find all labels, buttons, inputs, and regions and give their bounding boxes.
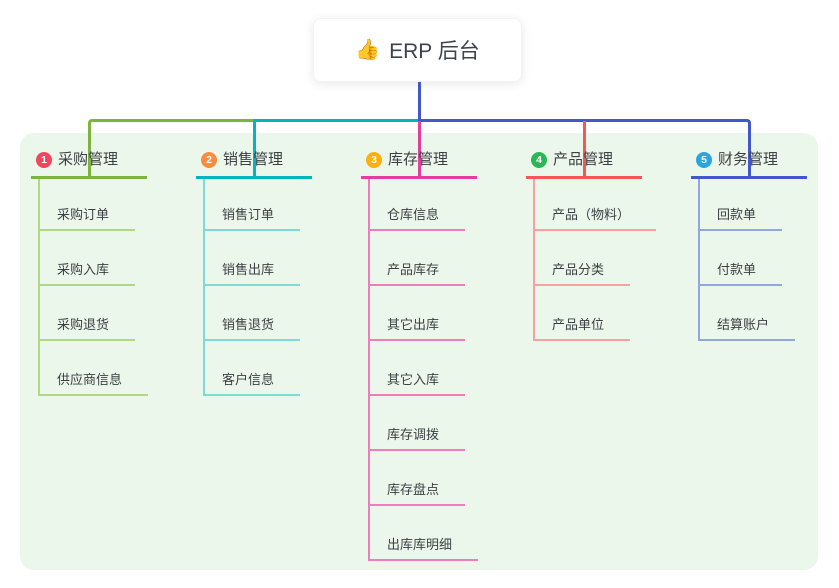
branch-3-item-label: 产品库存 <box>368 262 466 286</box>
branch-2-badge-icon: 2 <box>201 152 217 168</box>
branch-1-item[interactable]: 供应商信息 <box>38 371 149 396</box>
connector-line <box>88 119 253 179</box>
branch-5-topic[interactable]: 财务管理 <box>718 151 779 168</box>
branch-2-item-label: 销售退货 <box>203 317 301 341</box>
branch-2-item-label: 客户信息 <box>203 372 301 396</box>
branch-4-child-line <box>533 179 535 340</box>
branch-1-item-label: 采购订单 <box>38 207 136 231</box>
branch-1-item-label: 采购退货 <box>38 317 136 341</box>
branch-3-item[interactable]: 其它入库 <box>368 371 466 396</box>
branch-2-item-label: 销售订单 <box>203 207 301 231</box>
branch-5-item-label: 结算账户 <box>698 317 796 341</box>
branch-2-topic[interactable]: 销售管理 <box>223 151 284 168</box>
branch-5-badge-icon: 5 <box>696 152 712 168</box>
branch-2-item-label: 销售出库 <box>203 262 301 286</box>
branch-5-underline <box>691 176 807 179</box>
branch-3-item-label: 其它出库 <box>368 317 466 341</box>
branch-3-underline <box>361 176 477 179</box>
branch-5-item-label: 付款单 <box>698 262 783 286</box>
branch-1-topic[interactable]: 采购管理 <box>58 151 119 168</box>
branch-5-item[interactable]: 付款单 <box>698 261 783 286</box>
branch-1-child-line <box>38 179 40 395</box>
branch-3-item-label: 库存调拨 <box>368 427 466 451</box>
connector-line <box>253 119 256 179</box>
branch-1-item-label: 采购入库 <box>38 262 136 286</box>
branch-4-item-label: 产品单位 <box>533 317 631 341</box>
connector-line <box>253 119 421 122</box>
connector-line <box>418 119 751 179</box>
branch-3-item[interactable]: 出库库明细 <box>368 536 479 561</box>
branch-4-item[interactable]: 产品分类 <box>533 261 631 286</box>
branch-2-item[interactable]: 客户信息 <box>203 371 301 396</box>
branch-4-item[interactable]: 产品（物料） <box>533 206 657 231</box>
branch-3-item[interactable]: 其它出库 <box>368 316 466 341</box>
branch-1-item-label: 供应商信息 <box>38 372 149 396</box>
branch-5-child-line <box>698 179 700 340</box>
branch-4-topic[interactable]: 产品管理 <box>553 151 614 168</box>
branch-5-item[interactable]: 回款单 <box>698 206 783 231</box>
branch-3-item[interactable]: 产品库存 <box>368 261 466 286</box>
branch-3-item[interactable]: 仓库信息 <box>368 206 466 231</box>
branch-2-child-line <box>203 179 205 395</box>
branch-3-item-label: 其它入库 <box>368 372 466 396</box>
branch-4-underline <box>526 176 642 179</box>
branch-2-item[interactable]: 销售订单 <box>203 206 301 231</box>
branch-1-item[interactable]: 采购退货 <box>38 316 136 341</box>
branch-4-item[interactable]: 产品单位 <box>533 316 631 341</box>
branch-3-item-label: 仓库信息 <box>368 207 466 231</box>
root-node-label: ERP 后台 <box>389 40 480 63</box>
branch-5-item-label: 回款单 <box>698 207 783 231</box>
branch-2-item[interactable]: 销售退货 <box>203 316 301 341</box>
branch-1-underline <box>31 176 147 179</box>
root-node[interactable]: 👍 ERP 后台 <box>313 18 522 82</box>
branch-1-badge-icon: 1 <box>36 152 52 168</box>
branch-3-item-label: 出库库明细 <box>368 537 479 561</box>
branch-3-badge-icon: 3 <box>366 152 382 168</box>
branch-5-item[interactable]: 结算账户 <box>698 316 796 341</box>
branch-4-badge-icon: 4 <box>531 152 547 168</box>
branch-1-item[interactable]: 采购入库 <box>38 261 136 286</box>
root-connector-line <box>418 82 421 120</box>
branch-1-item[interactable]: 采购订单 <box>38 206 136 231</box>
connector-line <box>583 121 586 179</box>
branch-2-item[interactable]: 销售出库 <box>203 261 301 286</box>
branch-4-item-label: 产品分类 <box>533 262 631 286</box>
branch-4-item-label: 产品（物料） <box>533 207 657 231</box>
branch-3-child-line <box>368 179 370 560</box>
branch-2-underline <box>196 176 312 179</box>
branch-3-item[interactable]: 库存调拨 <box>368 426 466 451</box>
connector-line <box>418 121 421 179</box>
branch-3-item-label: 库存盘点 <box>368 482 466 506</box>
branches-panel <box>20 133 818 570</box>
branch-3-item[interactable]: 库存盘点 <box>368 481 466 506</box>
thumbs-up-icon: 👍 <box>355 39 381 61</box>
branch-3-topic[interactable]: 库存管理 <box>388 151 449 168</box>
